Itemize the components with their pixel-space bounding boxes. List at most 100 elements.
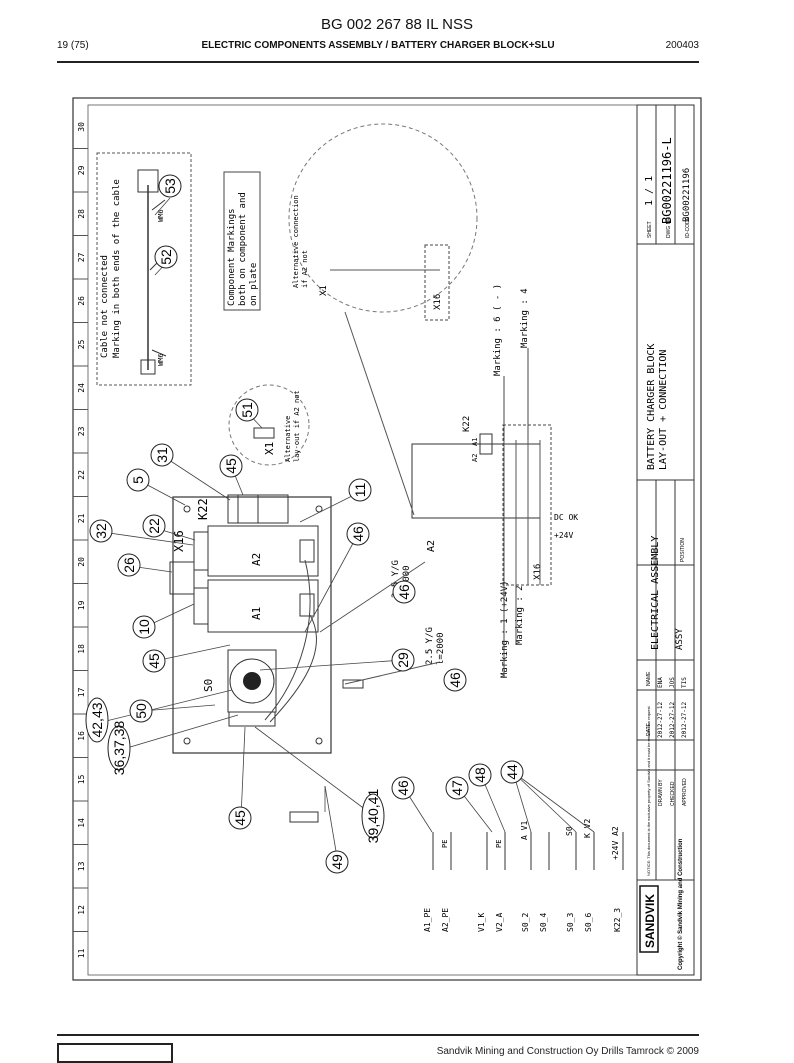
balloon-number: 45: [232, 810, 248, 826]
marking-4: Marking : 4: [520, 288, 530, 348]
zone-number: 25: [77, 339, 86, 349]
terminal-a2: A2: [471, 454, 479, 462]
balloon-number: 50: [133, 703, 149, 719]
balloon-number: 48: [472, 767, 488, 783]
balloon-outline: [392, 580, 416, 604]
cable-note-line-2: Marking in both ends of the cable: [112, 179, 122, 358]
cable-a2-pe: A2_PE: [441, 908, 450, 932]
zone-number: 26: [77, 296, 86, 306]
drawing-number: BG00221196-L: [660, 137, 674, 224]
balloon-outline: [325, 850, 349, 874]
name-heading: NAME: [646, 671, 652, 686]
component-k22: K22: [196, 498, 210, 520]
balloon-outline: [445, 776, 469, 800]
checked-date: 2012-27-12: [669, 701, 676, 738]
terminal-24v: +24V: [554, 531, 573, 540]
balloon-outline: [219, 454, 243, 478]
alternative-connection-detail: Alternative connection if A2 not X1 X16: [288, 123, 478, 321]
balloon-outline: [142, 514, 166, 538]
footer-text: Sandvik Mining and Construction Oy Drill…: [436, 1046, 699, 1057]
zone-number: 13: [77, 861, 86, 871]
balloon-number: 10: [136, 619, 152, 635]
balloon-number: 11: [352, 483, 368, 498]
copyright-text: Copyright © Sandvik Mining and Construct…: [677, 838, 684, 970]
zone-number: 20: [77, 557, 86, 567]
zone-number: 30: [77, 122, 86, 132]
marking-2: Marking : 2: [515, 585, 525, 645]
header-rule: [57, 61, 699, 63]
zone-number: 16: [77, 731, 86, 741]
position-label: POSITION: [680, 538, 686, 562]
drawing-title-line-2: LAY-OUT + CONNECTION: [658, 350, 669, 470]
balloon-number: 46: [447, 672, 463, 688]
zone-number: 28: [77, 209, 86, 219]
balloon-outline: [142, 649, 166, 673]
component-s0: S0: [202, 679, 215, 692]
balloon-outline: [150, 443, 174, 467]
cable-note-line-1: Cable not connected: [100, 255, 110, 358]
terminal-dc-ok: DC OK: [554, 513, 578, 522]
cable-s0-2: S0_2: [521, 913, 530, 932]
id-code-label: ID-CODE: [685, 216, 691, 238]
cable-detail: Cable not connected Marking in both ends…: [96, 152, 192, 386]
balloon-number: 46: [395, 780, 411, 796]
balloon-outline: [391, 648, 415, 672]
zone-number: 29: [77, 165, 86, 175]
footer-logo: [57, 1043, 173, 1063]
balloon-outline: [468, 763, 492, 787]
id-code: BG00221196: [682, 168, 692, 222]
alt-connection-line-2: if A2 not: [301, 250, 309, 288]
sheet-number: 1 / 1: [644, 176, 655, 206]
cable-s0-6: S0_6: [584, 913, 593, 932]
date-code: 200403: [665, 40, 699, 51]
assy-label: ASSY: [675, 628, 685, 650]
component-note-line-1: Component Markings: [227, 208, 237, 306]
balloon-outline: [107, 725, 131, 771]
zone-number: 14: [77, 818, 86, 828]
component-x1: X1: [319, 285, 329, 296]
cable-k22-3: K22_3: [613, 908, 622, 932]
wire-length: l=2000: [436, 632, 446, 665]
approved-date: 2012-27-12: [681, 701, 688, 738]
document-number: BG 002 267 88 IL NSS: [320, 16, 474, 33]
cable-end-av1: A V1: [520, 821, 529, 840]
notice-text: NOTICE: This document is the exclusive p…: [646, 706, 651, 876]
wire-size: 2.5 Y/G: [425, 627, 435, 665]
cable-s0-3: S0_3: [566, 913, 575, 932]
component-note-line-2: both on component and: [238, 192, 248, 306]
date-heading: DATE: [646, 722, 652, 736]
balloon-outline: [235, 398, 259, 422]
balloon-number: 46: [350, 526, 366, 542]
balloon-outline: [89, 519, 113, 543]
balloon-outline: [126, 468, 150, 492]
terminal-a1: A1: [471, 438, 479, 446]
balloon-number: 44: [504, 764, 520, 780]
balloon-outline: [228, 806, 252, 830]
component-a1: A1: [250, 607, 263, 620]
balloon-outline: [117, 553, 141, 577]
balloon-number: 39,40,41: [365, 789, 381, 844]
cable-s0-4: S0_4: [539, 913, 548, 932]
drawing-title-line-1: BATTERY CHARGER BLOCK: [646, 344, 657, 470]
component-a2: A2: [250, 553, 263, 566]
balloon-number: 26: [121, 557, 137, 573]
checked-name: JOS: [669, 677, 676, 688]
component-note-line-3: on plate: [249, 263, 259, 306]
approved-name: TIS: [681, 677, 688, 688]
cable-a1-pe: A1_PE: [423, 908, 432, 932]
balloon-outline: [348, 478, 372, 502]
cable-end-s0: S0: [565, 826, 574, 836]
balloon-outline: [346, 522, 370, 546]
balloon-number: 45: [146, 653, 162, 669]
balloon-number: 46: [396, 584, 412, 600]
alt-layout-line-1: Alternative: [284, 416, 292, 462]
checked-label: CHECKED: [670, 781, 676, 806]
cable-v1-k: V1_K: [477, 913, 486, 932]
drawing-frame: [72, 97, 702, 981]
dwg-label: DWG NR: [666, 217, 672, 238]
alt-connection-line-1: Alternative connection: [292, 195, 300, 288]
balloon-number: 47: [449, 780, 465, 796]
cable-v2-a: V2_A: [495, 913, 504, 932]
balloon-number: 22: [146, 518, 162, 534]
